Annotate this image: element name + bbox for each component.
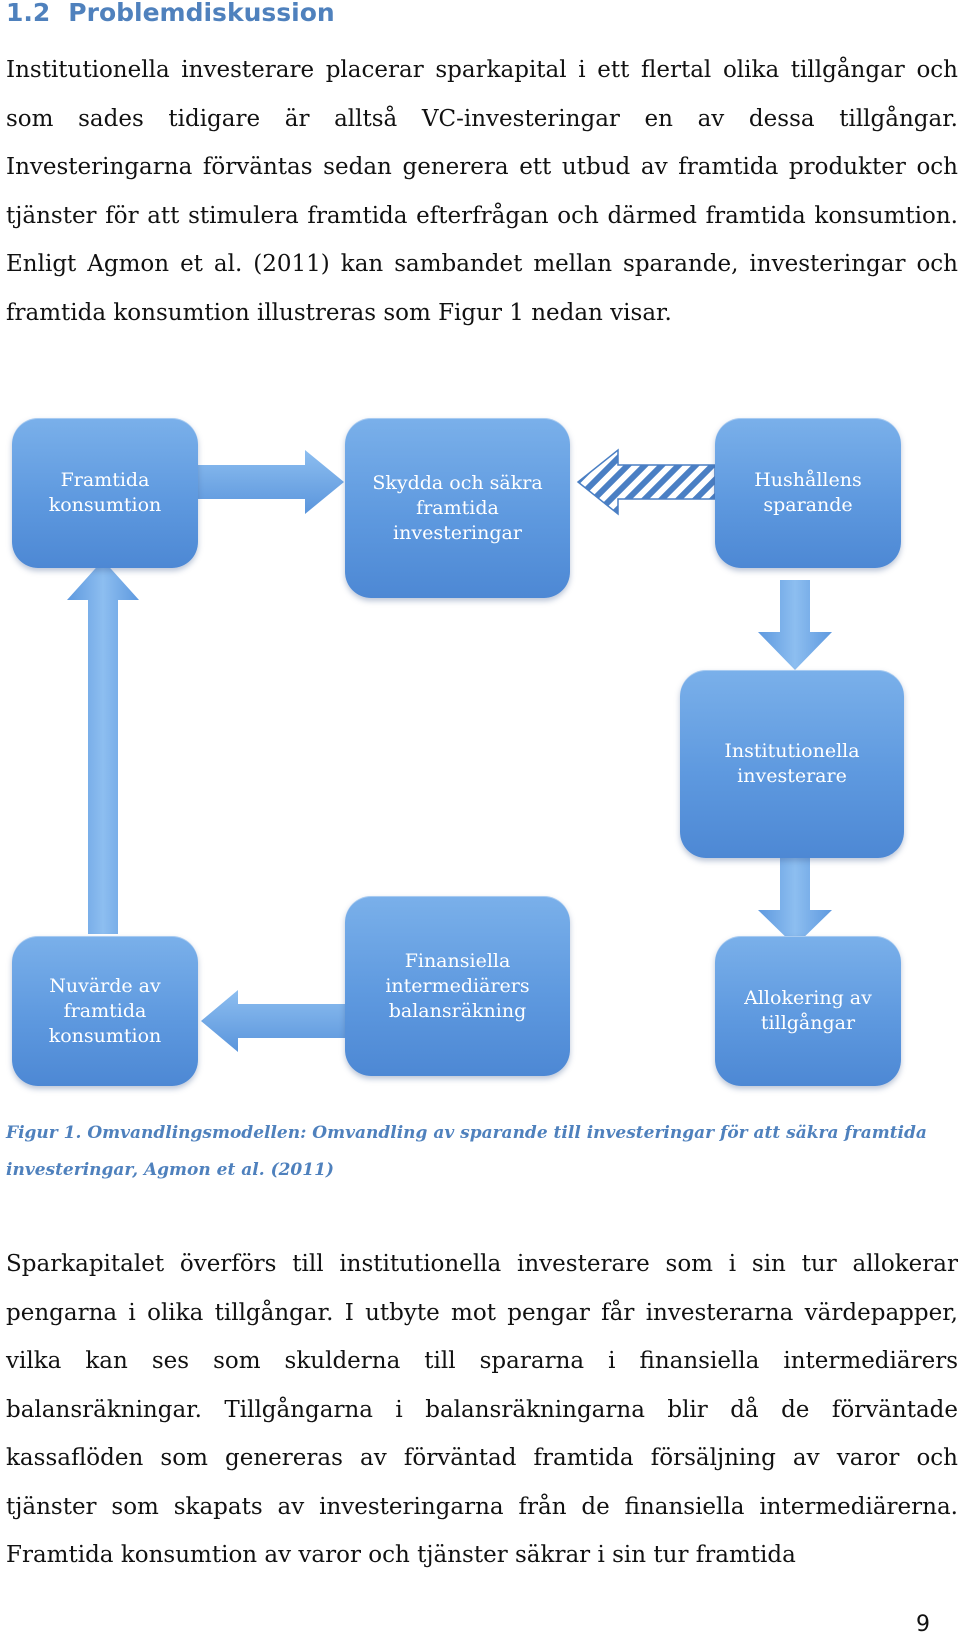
conversion-model-diagram: Framtida konsumtion Skydda och säkra fra…: [0, 410, 960, 1090]
arrow-institutionella-to-allokering: [758, 858, 832, 946]
box-allokering-label: Allokering av tillgångar: [744, 987, 872, 1034]
box-allokering: Allokering av tillgångar: [715, 936, 901, 1086]
box-skydda-investeringar: Skydda och säkra framtida investeringar: [345, 418, 570, 598]
box-institutionella-investerare: Institutionella investerare: [680, 670, 904, 858]
arrow-sparande-to-skydda: [576, 448, 716, 516]
box-institutionella-label: Institutionella investerare: [724, 740, 860, 787]
box-framtida-konsumtion: Framtida konsumtion: [12, 418, 198, 568]
box-finansiella-intermediarer: Finansiella intermediärers balansräkning: [345, 896, 570, 1076]
section-heading: 1.2 Problemdiskussion: [6, 0, 335, 27]
page-number: 9: [916, 1612, 930, 1637]
box-hushallens-label: Hushållens sparande: [754, 469, 862, 516]
arrow-konsumtion-to-skydda: [198, 450, 344, 514]
arrow-finansiella-to-nuvarde: [201, 990, 345, 1052]
arrow-nuvarde-to-konsumtion: [67, 560, 139, 934]
figure-caption: Figur 1. Omvandlingsmodellen: Omvandling…: [6, 1123, 927, 1180]
box-skydda-label: Skydda och säkra framtida investeringar: [372, 471, 543, 544]
box-finansiella-label: Finansiella intermediärers balansräkning: [385, 949, 530, 1022]
diagram-arrows: [67, 448, 832, 1052]
body-paragraph: Sparkapitalet överförs till institutione…: [6, 1251, 958, 1568]
box-framtida-konsumtion-label: Framtida konsumtion: [48, 469, 162, 516]
intro-paragraph: Institutionella investerare placerar spa…: [6, 57, 958, 326]
arrow-sparande-to-institutionella: [758, 580, 832, 670]
box-hushallens-sparande: Hushållens sparande: [715, 418, 901, 568]
box-nuvarde-label: Nuvärde av framtida konsumtion: [48, 974, 162, 1047]
section-title: Problemdiskussion: [68, 0, 335, 27]
section-number: 1.2: [6, 0, 51, 27]
box-nuvarde: Nuvärde av framtida konsumtion: [12, 936, 198, 1086]
